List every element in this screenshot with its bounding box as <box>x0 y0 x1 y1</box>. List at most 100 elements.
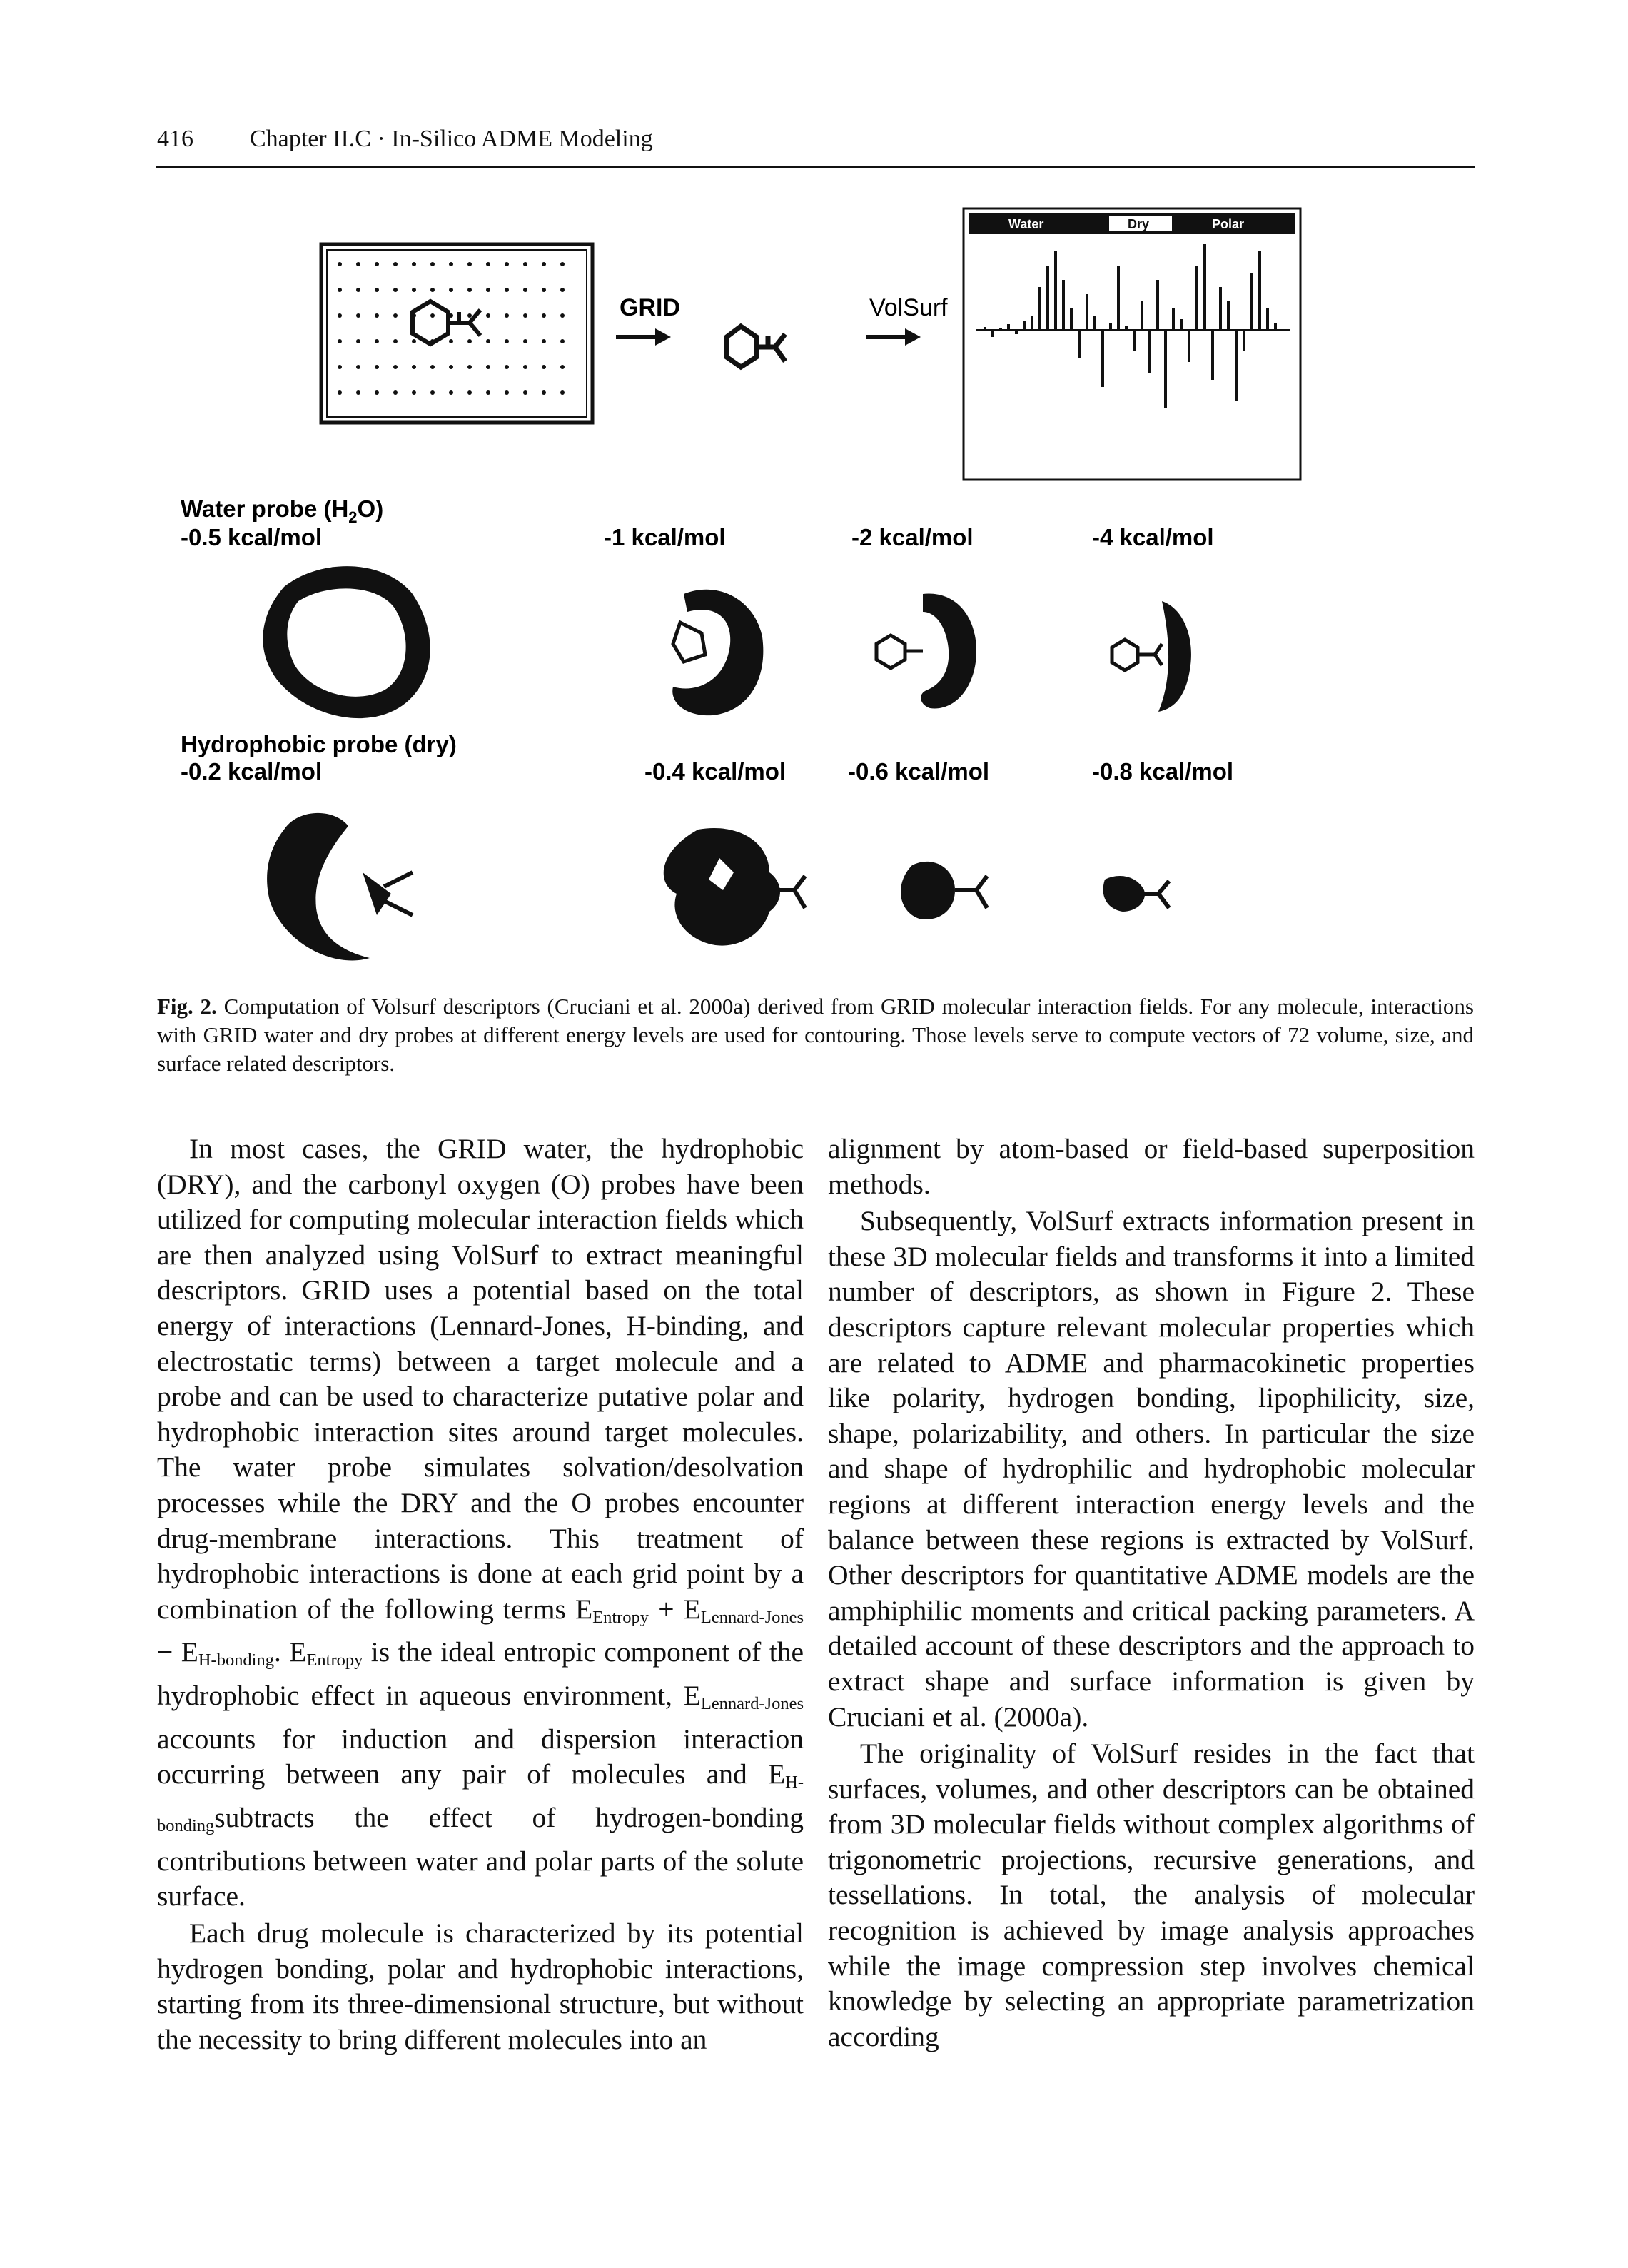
grid-dot <box>542 288 546 292</box>
grid-dot <box>375 339 379 343</box>
grid-dot <box>338 365 342 369</box>
grid-dot <box>430 313 435 318</box>
grid-box <box>319 242 595 425</box>
right-paragraph-3: The originality of VolSurf resides in th… <box>828 1738 1475 2052</box>
grid-dot <box>338 339 342 343</box>
grid-dot <box>412 365 416 369</box>
grid-dot <box>560 288 565 292</box>
dry-contour-4 <box>1103 876 1171 912</box>
grid-molecule-icon <box>410 298 482 347</box>
dry-contour-1 <box>267 812 414 961</box>
grid-dot <box>375 288 379 292</box>
descriptor-bar <box>1117 266 1120 330</box>
grid-dot <box>449 339 453 343</box>
descriptor-bar <box>999 328 1002 330</box>
descriptor-bar <box>1164 330 1167 408</box>
grid-dot <box>505 288 509 292</box>
descriptor-bar <box>1203 244 1206 330</box>
grid-dot <box>356 262 360 266</box>
grid-dot <box>430 262 435 266</box>
grid-dot <box>467 313 472 318</box>
grid-dot <box>542 365 546 369</box>
grid-dot <box>467 262 472 266</box>
grid-dot <box>338 262 342 266</box>
grid-dot <box>449 365 453 369</box>
volsurf-label: VolSurf <box>869 294 948 321</box>
grid-dot <box>356 339 360 343</box>
grid-dot <box>338 313 342 318</box>
descriptor-bar <box>1101 330 1104 387</box>
right-paragraph-2: Subsequently, VolSurf extracts informati… <box>828 1205 1475 1733</box>
descriptor-bar <box>1093 316 1096 330</box>
water-level-4: -4 kcal/mol <box>1092 524 1214 550</box>
grid-dot <box>505 313 509 318</box>
right-column: alignment by atom-based or field-based s… <box>828 1132 1475 2055</box>
water-contour-4 <box>1110 601 1191 712</box>
descriptor-bar <box>1266 308 1269 330</box>
grid-dot <box>356 288 360 292</box>
molecule-icon <box>724 323 787 371</box>
grid-dot <box>542 339 546 343</box>
descriptor-bar <box>1141 301 1143 330</box>
grid-dot <box>505 339 509 343</box>
tab-dry: Dry <box>1128 217 1149 231</box>
page-number: 416 <box>157 126 193 152</box>
grid-dot <box>523 262 527 266</box>
grid-dot <box>467 288 472 292</box>
grid-dot <box>486 313 490 318</box>
grid-dot <box>523 339 527 343</box>
grid-dots <box>338 262 565 395</box>
grid-dot <box>560 262 565 266</box>
water-contour-3 <box>874 593 976 709</box>
dry-level-4: -0.8 kcal/mol <box>1092 758 1233 785</box>
grid-dot <box>430 288 435 292</box>
header-rule <box>156 166 1475 168</box>
descriptor-bar <box>1062 280 1065 330</box>
descriptor-bar <box>1054 251 1057 330</box>
grid-dot <box>467 339 472 343</box>
water-level-2: -1 kcal/mol <box>604 524 726 550</box>
grid-dot <box>375 390 379 395</box>
figure-2: GRID VolSurf Water Dry Polar Water probe… <box>181 207 1302 961</box>
grid-dot <box>393 262 398 266</box>
dry-probe-title: Hydrophobic probe (dry) <box>181 731 457 757</box>
descriptor-bar <box>1125 326 1128 330</box>
descriptor-bar <box>1188 330 1190 362</box>
grid-dot <box>393 339 398 343</box>
dry-contour-2 <box>663 828 807 946</box>
grid-dot <box>430 365 435 369</box>
left-paragraph-2: Each drug molecule is characterized by i… <box>157 1917 804 2055</box>
left-paragraph-1: In most cases, the GRID water, the hydro… <box>157 1133 804 1912</box>
left-column: In most cases, the GRID water, the hydro… <box>157 1132 804 2057</box>
descriptor-bar <box>1070 308 1073 330</box>
descriptor-bar <box>1258 251 1261 330</box>
descriptor-bar <box>1180 319 1183 330</box>
grid-dot <box>412 390 416 395</box>
descriptor-bar <box>1031 316 1033 330</box>
descriptor-bar <box>1109 323 1112 330</box>
descriptor-bar <box>1211 330 1214 380</box>
descriptor-bar <box>1046 266 1049 330</box>
grid-dot <box>393 390 398 395</box>
descriptor-bar <box>1038 287 1041 330</box>
grid-dot <box>356 365 360 369</box>
grid-dot <box>486 390 490 395</box>
descriptor-bar <box>1243 330 1245 351</box>
water-level-1: -0.5 kcal/mol <box>181 524 322 550</box>
grid-dot <box>467 365 472 369</box>
water-level-3: -2 kcal/mol <box>851 524 974 550</box>
figure-label: Fig. 2. <box>157 994 217 1019</box>
grid-dot <box>375 313 379 318</box>
grid-dot <box>412 339 416 343</box>
water-contour-2 <box>671 589 764 716</box>
descriptor-bar <box>1250 273 1253 330</box>
descriptor-bar <box>1015 330 1018 334</box>
descriptor-bar <box>1156 280 1159 330</box>
grid-dot <box>338 390 342 395</box>
dry-level-1: -0.2 kcal/mol <box>181 758 322 785</box>
grid-dot <box>393 313 398 318</box>
water-probe-title: Water probe (H2O) <box>181 495 383 526</box>
grid-dot <box>560 365 565 369</box>
grid-dot <box>486 288 490 292</box>
grid-dot <box>560 313 565 318</box>
